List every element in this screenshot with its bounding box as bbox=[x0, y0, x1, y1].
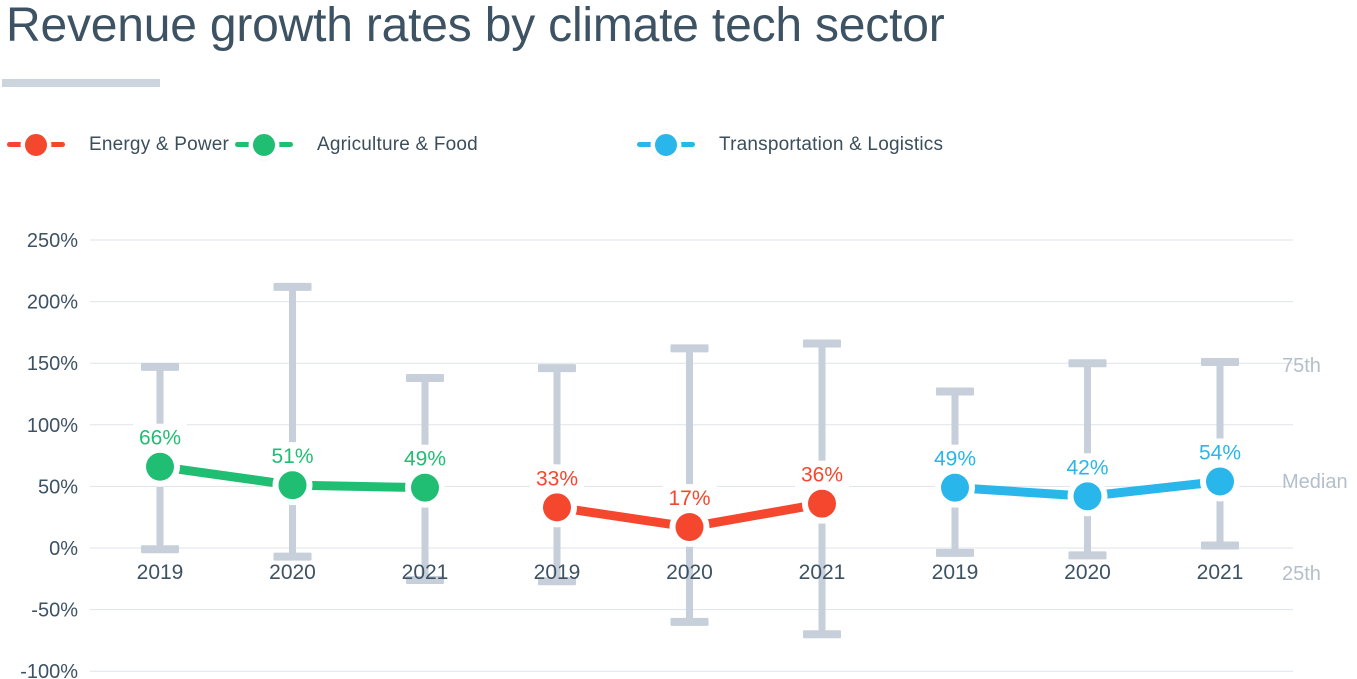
error-bar-cap-25th-energy-power-2019 bbox=[538, 577, 576, 586]
error-bar-stem-agriculture-food-2020 bbox=[289, 286, 296, 557]
data-label-box-energy-power-2020 bbox=[662, 484, 717, 514]
error-bar-cap-75th-energy-power-2020 bbox=[670, 344, 709, 353]
data-label-agriculture-food-2020: 51% bbox=[271, 445, 313, 468]
error-bar-cap-25th-agriculture-food-2021 bbox=[406, 576, 444, 585]
y-tick-label: 0% bbox=[49, 538, 78, 560]
legend-item-energy-power: Energy & Power bbox=[7, 129, 229, 161]
x-tick-label-energy-power-2019: 2019 bbox=[534, 561, 581, 584]
legend-dot bbox=[21, 130, 51, 160]
y-tick-label: 250% bbox=[27, 230, 78, 252]
data-point-energy-power-2020 bbox=[675, 513, 704, 542]
legend-dot bbox=[651, 130, 681, 160]
data-label-box-transportation-logistics-2021 bbox=[1193, 438, 1247, 468]
annotation-median: Median bbox=[1282, 471, 1348, 493]
data-label-energy-power-2021: 36% bbox=[801, 464, 843, 487]
y-tick-label: 100% bbox=[27, 415, 78, 437]
annotation-p75: 75th bbox=[1282, 355, 1321, 377]
legend-item-transportation-logistics: Transportation & Logistics bbox=[637, 129, 943, 161]
x-tick-label-transportation-logistics-2021: 2021 bbox=[1197, 561, 1244, 584]
x-tick-label-energy-power-2020: 2020 bbox=[666, 561, 713, 584]
data-label-box-transportation-logistics-2019 bbox=[928, 444, 982, 474]
title-underline-bar bbox=[2, 79, 160, 87]
legend-marker-energy-power-icon bbox=[7, 129, 65, 161]
data-label-box-energy-power-2019 bbox=[530, 464, 584, 494]
legend-item-agriculture-food: Agriculture & Food bbox=[235, 129, 478, 161]
data-label-box-agriculture-food-2020 bbox=[265, 442, 320, 472]
legend-label-agriculture-food: Agriculture & Food bbox=[317, 134, 478, 155]
y-tick-label: 50% bbox=[38, 476, 78, 498]
legend-dot bbox=[249, 130, 279, 160]
data-point-transportation-logistics-2021 bbox=[1206, 467, 1234, 496]
error-bar-cap-25th-transportation-logistics-2019 bbox=[936, 548, 974, 557]
error-bar-cap-75th-energy-power-2019 bbox=[538, 364, 576, 373]
legend-label-transportation-logistics: Transportation & Logistics bbox=[719, 134, 944, 155]
error-bar-cap-75th-agriculture-food-2020 bbox=[273, 282, 312, 291]
error-bar-cap-75th-energy-power-2021 bbox=[803, 339, 841, 348]
error-bar-cap-25th-energy-power-2020 bbox=[670, 617, 709, 626]
x-tick-label-agriculture-food-2019: 2019 bbox=[137, 561, 184, 584]
data-point-transportation-logistics-2020 bbox=[1073, 482, 1102, 511]
data-label-agriculture-food-2021: 49% bbox=[404, 448, 446, 471]
y-tick-label: -50% bbox=[31, 600, 78, 622]
error-bar-cap-25th-energy-power-2021 bbox=[803, 630, 841, 639]
annotation-p25: 25th bbox=[1282, 563, 1321, 585]
data-label-energy-power-2019: 33% bbox=[536, 467, 578, 490]
data-label-box-agriculture-food-2019 bbox=[133, 423, 187, 453]
error-bar-cap-25th-transportation-logistics-2020 bbox=[1068, 551, 1107, 560]
error-bar-cap-25th-agriculture-food-2019 bbox=[141, 545, 179, 554]
y-tick-label: -100% bbox=[20, 661, 78, 679]
data-point-agriculture-food-2021 bbox=[411, 473, 439, 502]
legend-label-energy-power: Energy & Power bbox=[89, 134, 230, 155]
x-tick-label-agriculture-food-2020: 2020 bbox=[269, 561, 316, 584]
chart-title: Revenue growth rates by climate tech sec… bbox=[6, 0, 945, 52]
data-point-agriculture-food-2020 bbox=[278, 471, 307, 500]
data-label-box-agriculture-food-2021 bbox=[398, 444, 452, 474]
data-point-transportation-logistics-2019 bbox=[941, 473, 969, 502]
data-label-transportation-logistics-2019: 49% bbox=[934, 448, 976, 471]
data-point-agriculture-food-2019 bbox=[146, 452, 174, 481]
data-label-box-energy-power-2021 bbox=[795, 460, 849, 490]
data-label-box-transportation-logistics-2020 bbox=[1060, 453, 1115, 483]
error-bar-cap-75th-transportation-logistics-2021 bbox=[1201, 357, 1239, 366]
error-bar-cap-75th-transportation-logistics-2020 bbox=[1068, 359, 1107, 368]
data-label-transportation-logistics-2021: 54% bbox=[1199, 441, 1241, 464]
data-label-agriculture-food-2019: 66% bbox=[139, 427, 181, 450]
data-label-transportation-logistics-2020: 42% bbox=[1066, 456, 1108, 479]
x-tick-label-transportation-logistics-2019: 2019 bbox=[932, 561, 979, 584]
x-tick-label-agriculture-food-2021: 2021 bbox=[402, 561, 449, 584]
error-bar-cap-75th-agriculture-food-2021 bbox=[406, 373, 444, 382]
error-bar-cap-75th-agriculture-food-2019 bbox=[141, 362, 179, 371]
legend-marker-agriculture-food-icon bbox=[235, 129, 293, 161]
x-tick-label-energy-power-2021: 2021 bbox=[799, 561, 846, 584]
data-label-energy-power-2020: 17% bbox=[668, 487, 710, 510]
data-point-energy-power-2019 bbox=[543, 493, 571, 522]
error-bar-cap-75th-transportation-logistics-2019 bbox=[936, 387, 974, 396]
chart-legend: Energy & Power Agriculture & Food Transp… bbox=[0, 129, 1357, 161]
legend-marker-transportation-logistics-icon bbox=[637, 129, 695, 161]
y-tick-label: 200% bbox=[27, 292, 78, 314]
data-point-energy-power-2021 bbox=[808, 489, 836, 518]
error-bar-cap-25th-transportation-logistics-2021 bbox=[1201, 541, 1239, 550]
x-tick-label-transportation-logistics-2020: 2020 bbox=[1064, 561, 1111, 584]
error-bar-cap-25th-agriculture-food-2020 bbox=[273, 552, 312, 561]
y-tick-label: 150% bbox=[27, 353, 78, 375]
